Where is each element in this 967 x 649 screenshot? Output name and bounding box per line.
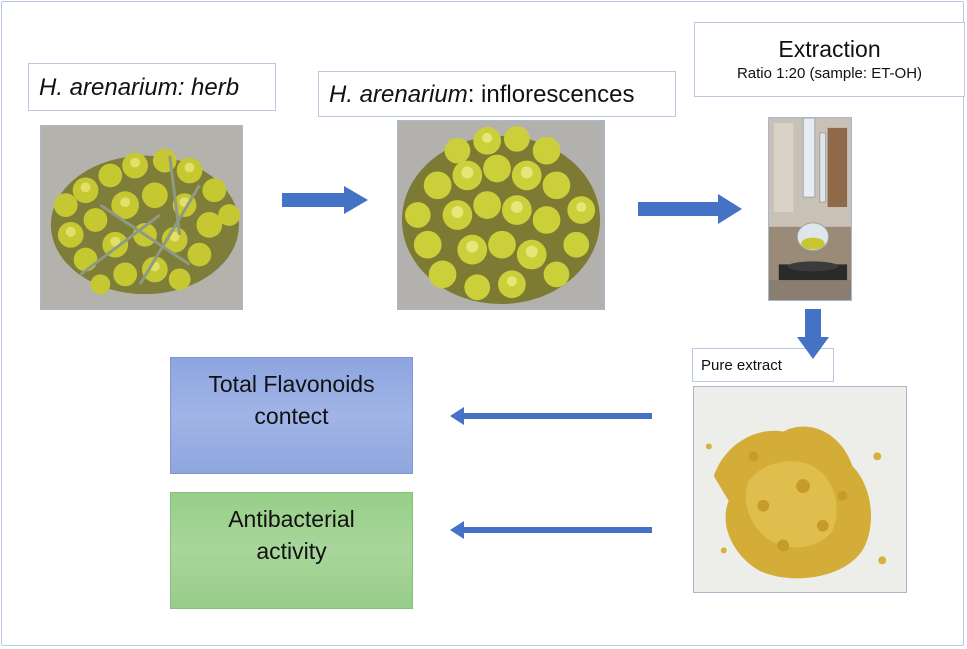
pure-extract-label-text: Pure extract	[701, 357, 782, 374]
inflorescences-label-species: H. arenarium	[329, 81, 468, 108]
extraction-title: Extraction	[778, 36, 881, 62]
left-arrow-icon	[450, 521, 652, 539]
total-flavonoids-box: Total Flavonoids contect	[170, 357, 413, 474]
herb-photo	[40, 125, 243, 310]
pure-extract-photo	[693, 386, 907, 593]
extraction-apparatus-photo	[768, 117, 852, 301]
herb-label: H. arenarium: herb	[28, 63, 276, 111]
inflorescences-photo	[397, 120, 605, 310]
antibacterial-activity-box: Antibacterial activity	[170, 492, 413, 609]
antibacterial-line2: activity	[256, 538, 327, 564]
extraction-ratio: Ratio 1:20 (sample: ET-OH)	[736, 65, 923, 82]
right-arrow-icon	[638, 194, 742, 224]
total-flavonoids-line1: Total Flavonoids	[208, 371, 375, 397]
inflorescences-label: H. arenarium: inflorescences	[318, 71, 676, 117]
left-arrow-icon	[450, 407, 652, 425]
down-arrow-icon	[797, 309, 829, 359]
antibacterial-line1: Antibacterial	[228, 506, 355, 532]
total-flavonoids-line2: contect	[254, 403, 329, 429]
extraction-label: Extraction Ratio 1:20 (sample: ET-OH)	[694, 22, 965, 97]
right-arrow-icon	[282, 186, 368, 214]
herb-label-text: H. arenarium: herb	[39, 74, 240, 101]
pure-extract-label: Pure extract	[692, 348, 834, 382]
inflorescences-label-part: : inflorescences	[467, 81, 635, 108]
